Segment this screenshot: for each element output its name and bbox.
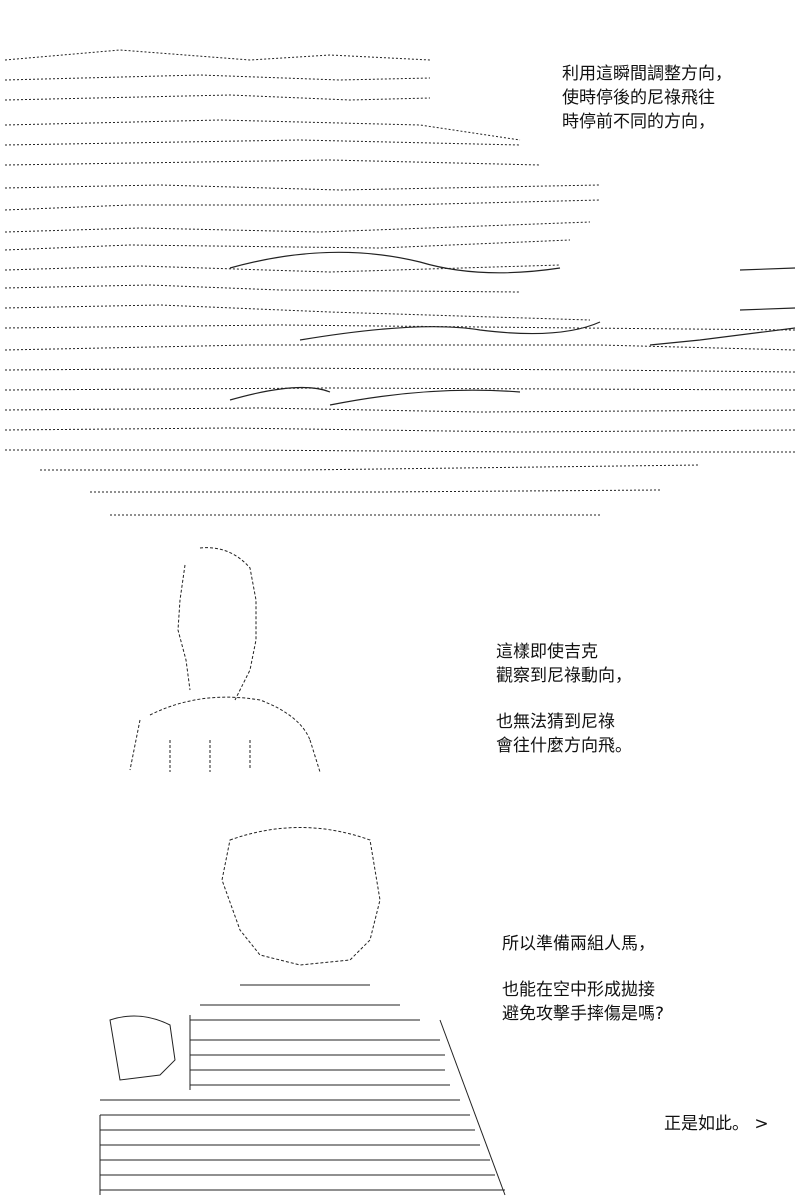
caption-line: 避免攻擊手摔傷是嗎? [502, 1004, 665, 1024]
caption-line: 利用這瞬間調整方向， [562, 64, 732, 84]
caption-line: 時停前不同的方向， [562, 112, 715, 132]
caption-line: 正是如此。 > [664, 1114, 769, 1134]
caption-panel-3-answer: 正是如此。 > [664, 1112, 769, 1136]
caption-panel-1: 利用這瞬間調整方向， 使時停後的尼祿飛往 時停前不同的方向， [562, 62, 732, 134]
caption-line: 這樣即使吉克 [496, 642, 598, 662]
caption-panel-3: 所以準備兩組人馬， 也能在空中形成拋接 避免攻擊手摔傷是嗎? [502, 932, 664, 1026]
caption-panel-2: 這樣即使吉克 觀察到尼祿動向， 也無法猜到尼祿 會往什麼方向飛。 [496, 640, 632, 758]
caption-line: 也無法猜到尼祿 [496, 712, 615, 732]
caption-line: 觀察到尼祿動向， [496, 666, 632, 686]
caption-line: 所以準備兩組人馬， [502, 934, 655, 954]
caption-line: 也能在空中形成拋接 [502, 980, 655, 1000]
caption-line: 會往什麼方向飛。 [496, 736, 632, 756]
caption-line: 使時停後的尼祿飛往 [562, 88, 715, 108]
